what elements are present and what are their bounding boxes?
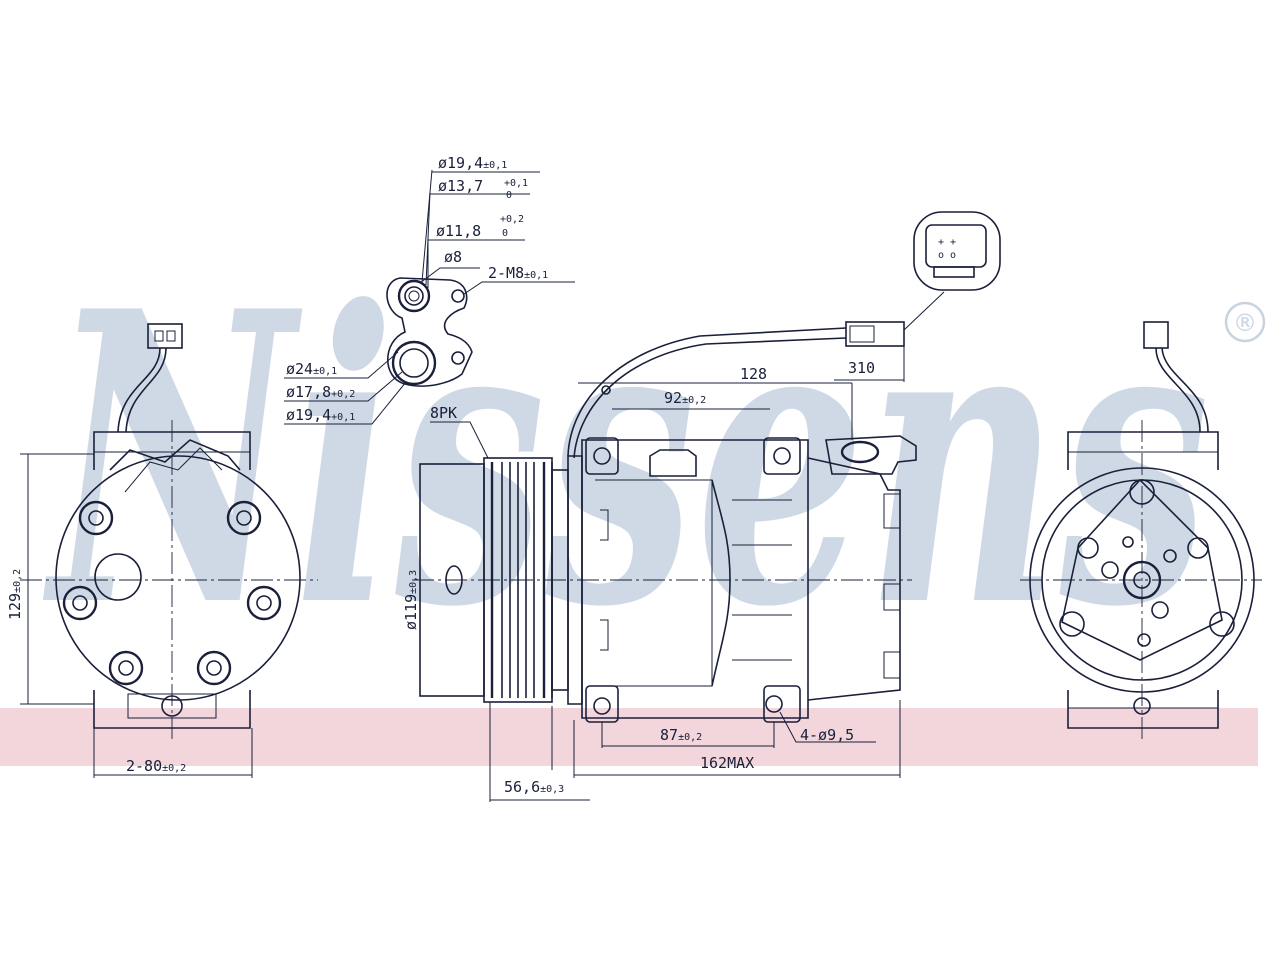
port-d3-tol-upper: +0,2 bbox=[500, 214, 524, 225]
svg-text:o o: o o bbox=[938, 250, 956, 261]
height-tol: ±0,2 bbox=[12, 569, 23, 593]
mount-spacing-value: 2-80 bbox=[126, 757, 162, 775]
port-d3: ø11,8 bbox=[436, 222, 481, 240]
clutch-length: 56,6 bbox=[504, 778, 540, 796]
port-d2-tol-upper: +0,1 bbox=[504, 178, 528, 189]
pulley-diameter-tol: ±0,3 bbox=[408, 570, 419, 594]
port-offset-tol: ±0,2 bbox=[682, 395, 706, 406]
port-d1-tol: ±0,1 bbox=[483, 160, 507, 171]
watermark-brand: Nissens bbox=[42, 225, 1210, 695]
svg-text:+ +: + + bbox=[938, 237, 956, 248]
port-flange-detail: ø19,4±0,1 ø13,7 +0,1 0 ø11,8 +0,2 0 ø8 2… bbox=[284, 154, 575, 425]
svg-text:ø17,8+0,2: ø17,8+0,2 bbox=[286, 383, 355, 401]
svg-text:92±0,2: 92±0,2 bbox=[664, 389, 706, 407]
port-d7-tol: +0,1 bbox=[331, 412, 355, 423]
port-d3-tol-lower: 0 bbox=[502, 228, 508, 239]
svg-text:ø13,7: ø13,7 bbox=[438, 177, 483, 195]
pulley-diameter: ø119 bbox=[402, 594, 420, 630]
svg-text:129±0,2: 129±0,2 bbox=[6, 569, 24, 620]
mount-spacing-tol: ±0,2 bbox=[162, 763, 186, 774]
svg-text:ø19,4±0,1: ø19,4±0,1 bbox=[438, 154, 507, 172]
port-d7: ø19,4 bbox=[286, 406, 331, 424]
svg-text:ø24±0,1: ø24±0,1 bbox=[286, 360, 337, 378]
conn-offset: 128 bbox=[740, 365, 767, 383]
registered-circle bbox=[1224, 301, 1266, 343]
height-value: 129 bbox=[6, 593, 24, 620]
hole-spacing: 87 bbox=[660, 726, 678, 744]
watermark-band bbox=[0, 708, 1258, 766]
watermark: Nissens ® bbox=[0, 225, 1266, 766]
port-thread: 2-M8 bbox=[488, 264, 524, 282]
svg-text:2-M8±0,1: 2-M8±0,1 bbox=[488, 264, 548, 282]
svg-text:2-80±0,2: 2-80±0,2 bbox=[126, 757, 186, 775]
port-d5-tol: ±0,1 bbox=[313, 366, 337, 377]
side-view: 310 128 92±0,2 8PK ø119±0,3 87±0,2 4-ø9,… bbox=[402, 321, 917, 802]
cable-length: 310 bbox=[848, 359, 875, 377]
clutch-length-tol: ±0,3 bbox=[540, 784, 564, 795]
port-d2-tol-lower: 0 bbox=[506, 190, 512, 201]
svg-text:ø11,8: ø11,8 bbox=[436, 222, 481, 240]
svg-text:56,6±0,3: 56,6±0,3 bbox=[504, 778, 564, 796]
connector-detail: + + o o bbox=[903, 211, 1001, 331]
port-thread-tol: ±0,1 bbox=[524, 270, 548, 281]
port-d4: ø8 bbox=[444, 248, 462, 266]
port-d6-tol: +0,2 bbox=[331, 389, 355, 400]
right-end-view bbox=[1020, 321, 1262, 740]
svg-text:ø19,4+0,1: ø19,4+0,1 bbox=[286, 406, 355, 424]
port-d5: ø24 bbox=[286, 360, 313, 378]
svg-text:ø119±0,3: ø119±0,3 bbox=[402, 570, 420, 630]
port-d1: ø19,4 bbox=[438, 154, 483, 172]
svg-text:87±0,2: 87±0,2 bbox=[660, 726, 702, 744]
pulley-type: 8PK bbox=[430, 404, 457, 422]
port-d2: ø13,7 bbox=[438, 177, 483, 195]
overall-length: 162MAX bbox=[700, 754, 754, 772]
port-offset: 92 bbox=[664, 389, 682, 407]
left-end-view: 129±0,2 2-80±0,2 bbox=[6, 323, 318, 778]
hole-count: 4-ø9,5 bbox=[800, 726, 854, 744]
registered-mark: ® bbox=[1233, 309, 1257, 337]
hole-spacing-tol: ±0,2 bbox=[678, 732, 702, 743]
port-d6: ø17,8 bbox=[286, 383, 331, 401]
